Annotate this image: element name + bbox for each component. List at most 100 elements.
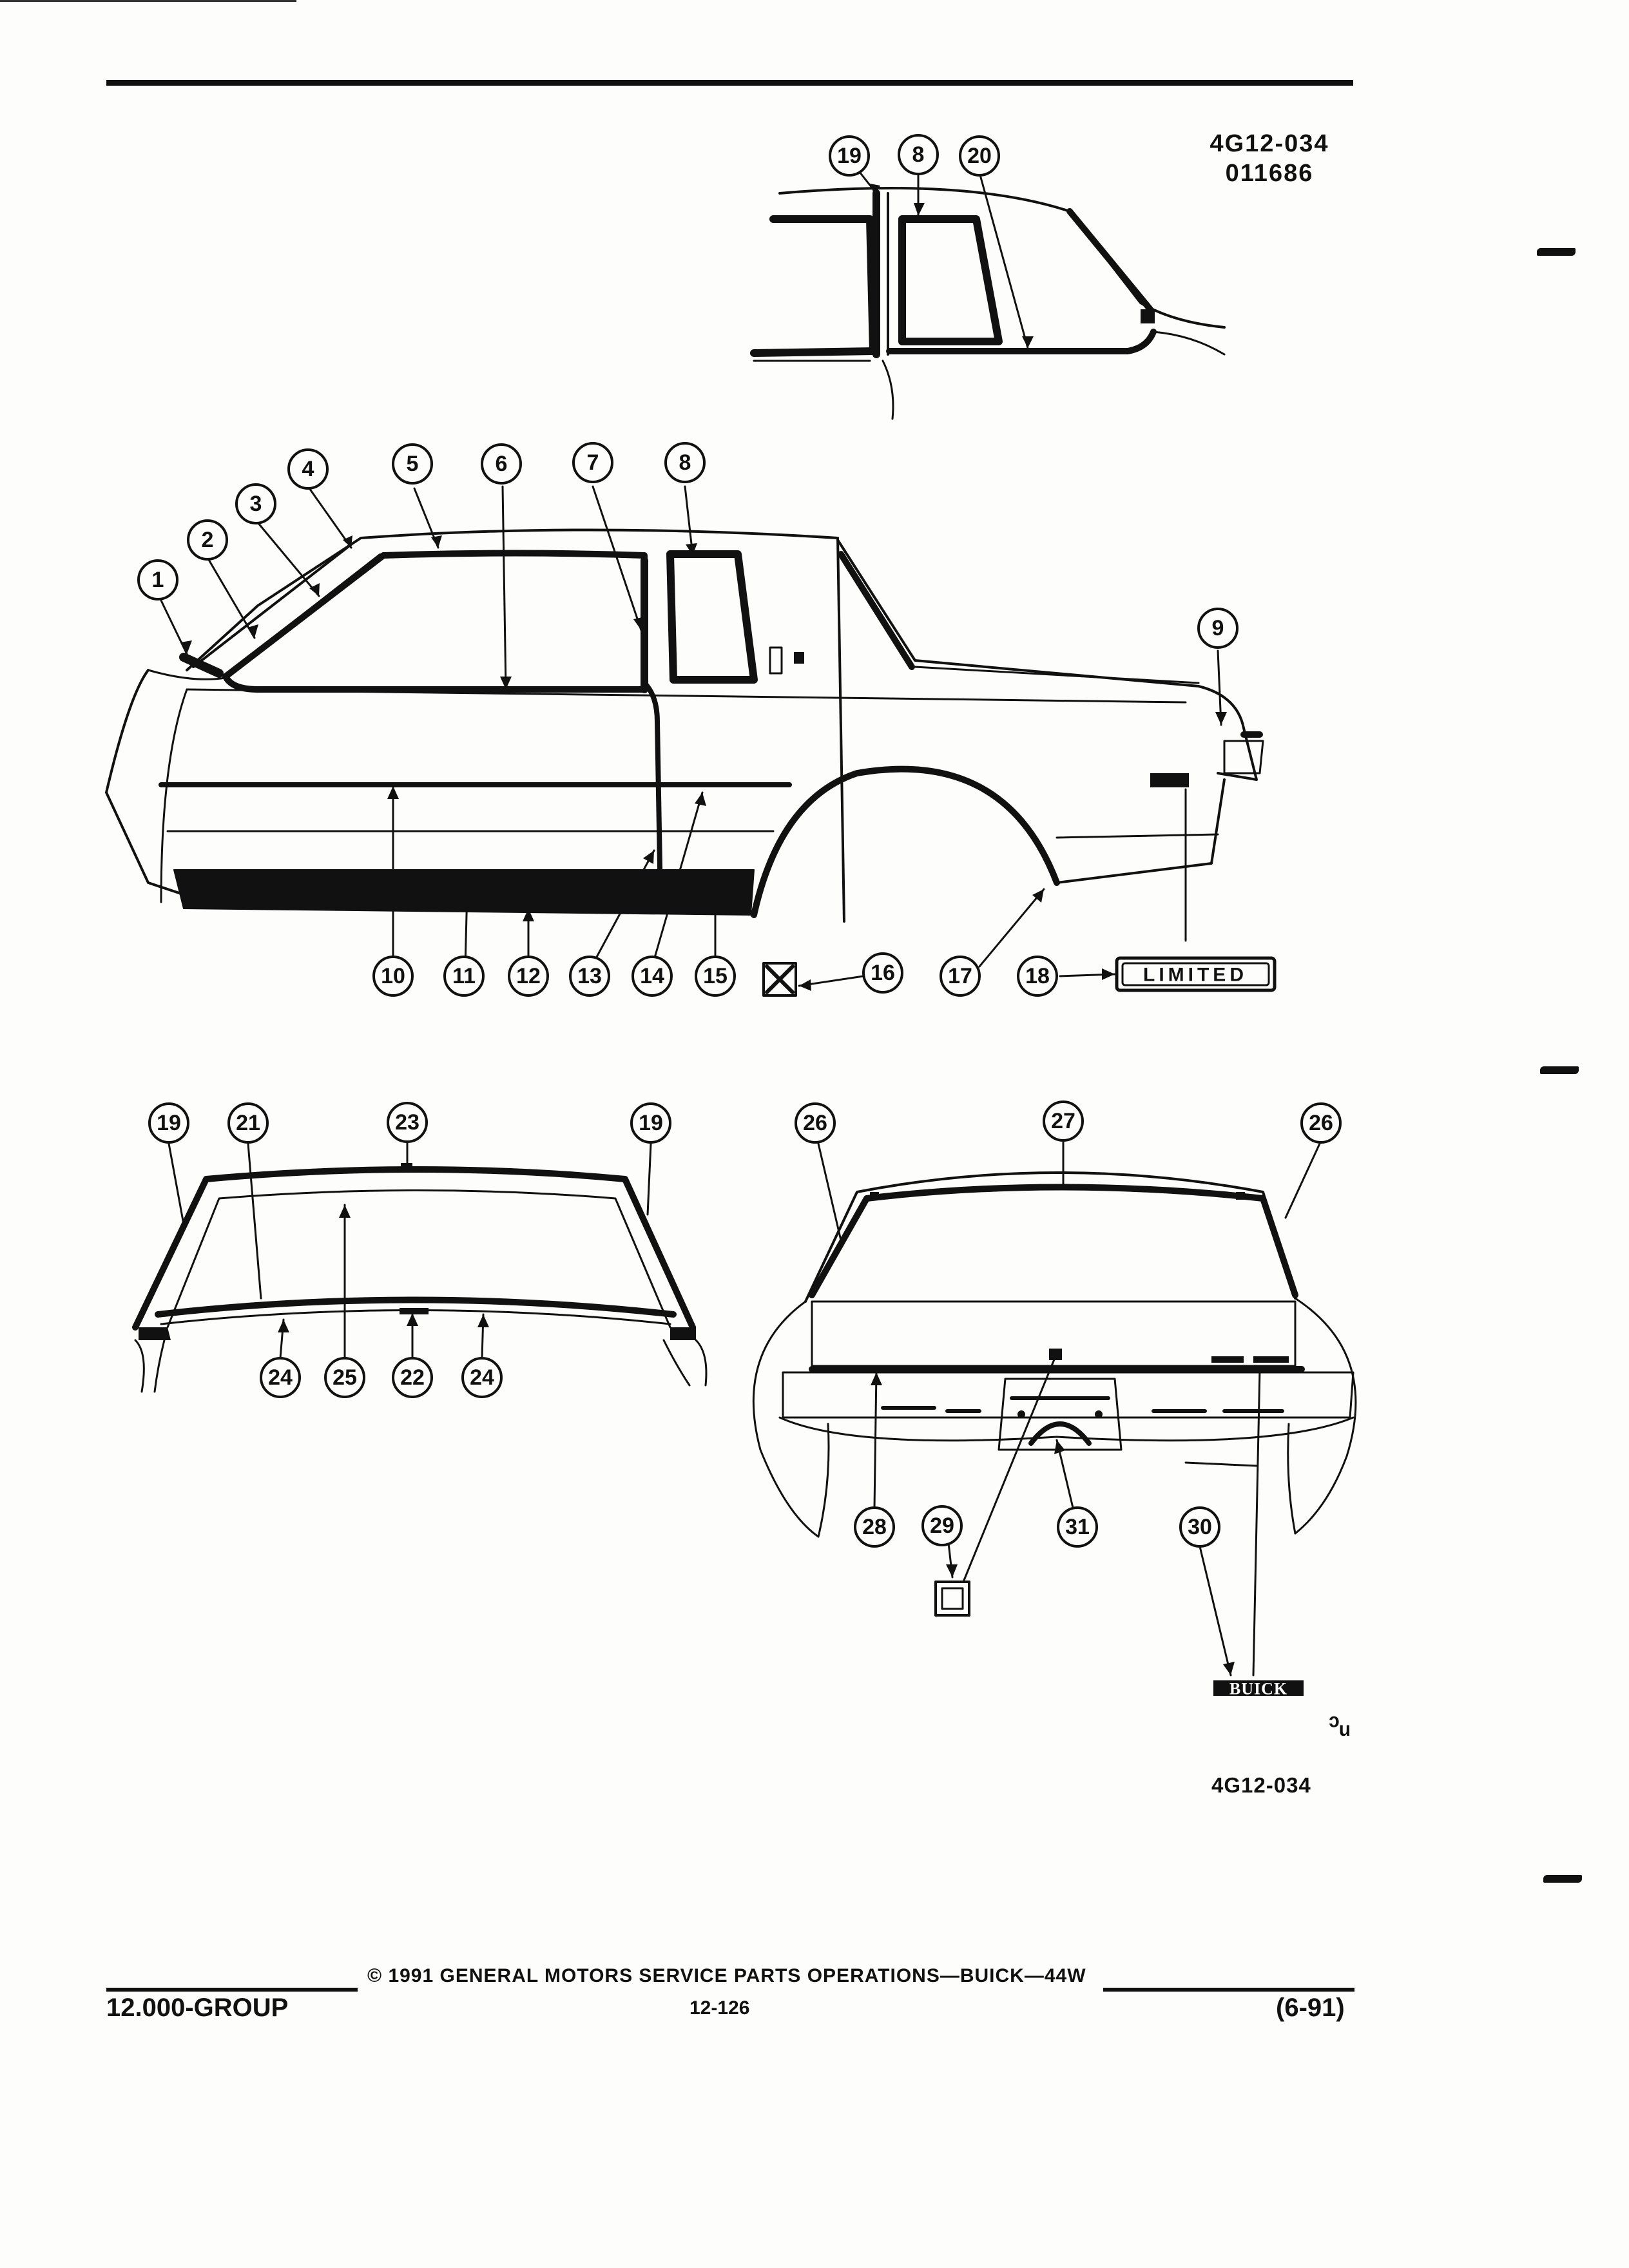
illustration-code-line2: 011686 <box>1225 160 1314 187</box>
callout-22: 22 <box>392 1357 433 1398</box>
callout-label-4: 4 <box>302 457 314 481</box>
callout-19-inset: 19 <box>829 135 870 177</box>
rear-view-car <box>752 1171 1357 1696</box>
callout-9: 9 <box>1197 608 1239 649</box>
callout-label-24-left: 24 <box>268 1365 293 1390</box>
side-view-car <box>105 528 1277 997</box>
callout-15: 15 <box>695 956 736 997</box>
callout-label-28: 28 <box>862 1515 887 1539</box>
callout-label-1: 1 <box>152 568 164 592</box>
margin-mark <box>1543 1875 1582 1883</box>
callout-10: 10 <box>372 956 414 997</box>
callout-24-left: 24 <box>260 1357 301 1398</box>
callout-12: 12 <box>508 956 549 997</box>
callout-13: 13 <box>569 956 610 997</box>
illustration-code-line1: 4G12-034 <box>1210 130 1329 157</box>
callout-14: 14 <box>631 956 673 997</box>
callout-label-15: 15 <box>703 964 728 988</box>
margin-mark <box>1540 1066 1579 1074</box>
callout-23: 23 <box>387 1102 428 1143</box>
footer-copyright: © 1991 GENERAL MOTORS SERVICE PARTS OPER… <box>367 1965 1086 1986</box>
callout-24-right: 24 <box>461 1357 503 1398</box>
limited-emblem-text: LIMITED <box>1143 965 1248 986</box>
callout-18: 18 <box>1017 956 1058 997</box>
callout-label-30: 30 <box>1188 1515 1212 1539</box>
side-leaders <box>160 485 1222 987</box>
callout-label-18: 18 <box>1025 964 1050 988</box>
callout-30: 30 <box>1179 1506 1220 1548</box>
windshield-view <box>132 1163 708 1393</box>
callout-label-16: 16 <box>871 961 895 985</box>
callout-label-22: 22 <box>400 1365 425 1390</box>
cu-mark: ᵓᵤ <box>1329 1709 1350 1740</box>
callout-label-6: 6 <box>496 452 508 476</box>
callout-label-26-left: 26 <box>803 1111 827 1135</box>
callout-4: 4 <box>287 448 329 490</box>
windshield-leaders <box>168 1141 652 1360</box>
inset-quarter-window <box>750 186 1226 420</box>
callout-2: 2 <box>187 519 228 561</box>
buick-emblem-text: BUICK <box>1229 1680 1287 1698</box>
callout-16: 16 <box>862 952 903 994</box>
callout-label-19-left: 19 <box>157 1111 181 1135</box>
callout-label-17: 17 <box>948 964 972 988</box>
callout-11: 11 <box>443 956 485 997</box>
callout-label-29: 29 <box>930 1514 954 1538</box>
header-rule <box>106 80 1353 86</box>
callout-label-31: 31 <box>1065 1515 1090 1539</box>
callout-5: 5 <box>392 443 433 485</box>
callout-21: 21 <box>227 1102 269 1144</box>
callout-label-26-right: 26 <box>1309 1111 1333 1135</box>
illustration-code-bottom: 4G12-034 <box>1211 1773 1311 1797</box>
callout-6: 6 <box>481 443 522 485</box>
callout-label-19-inset: 19 <box>837 144 862 168</box>
callout-label-23: 23 <box>395 1110 419 1135</box>
callout-26-right: 26 <box>1300 1102 1342 1144</box>
callout-label-20: 20 <box>967 144 992 168</box>
callout-label-13: 13 <box>577 964 602 988</box>
callout-label-12: 12 <box>516 964 541 988</box>
footer-page-number: 12-126 <box>689 1997 750 2019</box>
callout-29: 29 <box>921 1505 963 1546</box>
callout-8-inset: 8 <box>898 134 939 175</box>
callout-label-7: 7 <box>587 450 599 475</box>
callout-19-right: 19 <box>630 1102 671 1144</box>
callout-label-8: 8 <box>679 450 691 475</box>
callout-28: 28 <box>854 1506 895 1548</box>
arrowheads <box>180 184 1235 1675</box>
callout-label-14: 14 <box>640 964 664 988</box>
callout-label-9: 9 <box>1212 616 1224 640</box>
callout-label-5: 5 <box>407 452 419 476</box>
footer-date: (6-91) <box>1276 1994 1345 2022</box>
callout-1: 1 <box>137 559 178 601</box>
top-edge-line <box>0 0 296 2</box>
callout-label-11: 11 <box>452 964 476 988</box>
callout-8: 8 <box>664 442 706 483</box>
footer-rule-right <box>1103 1988 1354 1992</box>
illustration-code: 4G12-034 011686 <box>1173 129 1366 188</box>
callout-26-left: 26 <box>795 1102 836 1144</box>
callout-19-left: 19 <box>148 1102 189 1144</box>
callout-31: 31 <box>1057 1506 1098 1548</box>
callout-label-8-inset: 8 <box>912 142 925 167</box>
rear-leaders <box>817 1141 1321 1677</box>
margin-mark <box>1537 248 1576 256</box>
callout-label-25: 25 <box>333 1365 357 1390</box>
callout-25: 25 <box>324 1357 365 1398</box>
callout-3: 3 <box>235 483 276 524</box>
callout-label-21: 21 <box>236 1111 260 1135</box>
callout-label-10: 10 <box>381 964 405 988</box>
callout-7: 7 <box>572 442 613 483</box>
callout-label-2: 2 <box>202 528 214 552</box>
callout-label-27: 27 <box>1051 1109 1075 1133</box>
callout-17: 17 <box>940 956 981 997</box>
callout-label-3: 3 <box>250 492 262 516</box>
footer-group: 12.000-GROUP <box>106 1994 289 2022</box>
callout-27: 27 <box>1043 1100 1084 1142</box>
callout-20: 20 <box>959 135 1000 177</box>
callout-circles: 1 2 3 4 5 6 7 8 9 10 11 12 13 14 15 16 1… <box>137 134 1342 1548</box>
footer-rule-left <box>106 1988 358 1992</box>
callout-label-24-right: 24 <box>470 1365 494 1390</box>
callout-label-19-right: 19 <box>639 1111 663 1135</box>
